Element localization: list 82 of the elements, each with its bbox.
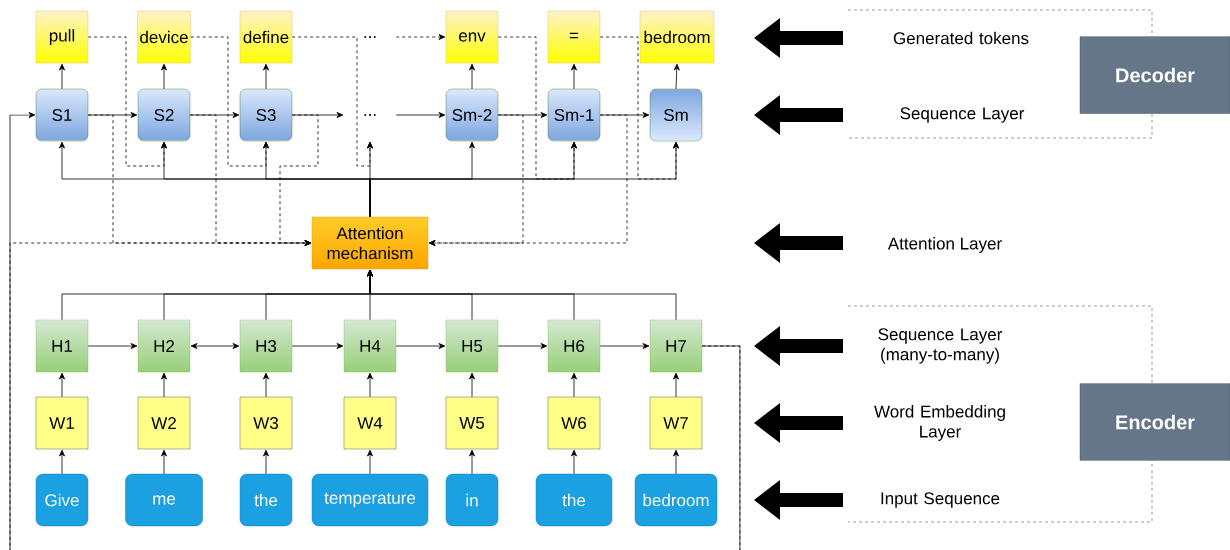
hidden-state-box: H5 <box>445 319 499 373</box>
arrow <box>59 449 65 475</box>
ellipsis-text: ... <box>364 36 376 38</box>
arrow <box>673 63 680 90</box>
arrow <box>59 372 65 398</box>
arrow <box>9 112 741 550</box>
embedding-box: W4 <box>343 396 397 450</box>
hidden-state-box: H4 <box>343 319 397 373</box>
state-box: S2 <box>137 88 191 142</box>
arrow <box>428 114 628 246</box>
arrow <box>263 372 269 398</box>
arrow <box>87 343 138 349</box>
layer-label: Word Embedding Layer <box>874 405 1005 441</box>
embedding-box: W3 <box>239 396 293 450</box>
arrow <box>469 449 475 475</box>
encoder-decoder-box: Decoder <box>1079 36 1230 114</box>
arrow <box>367 372 373 398</box>
hidden-state-box: H3 <box>239 319 293 373</box>
token-box: env <box>445 10 499 64</box>
hidden-state-box: H2 <box>137 319 191 373</box>
layer-label: Input Sequence <box>881 492 1000 508</box>
arrow <box>599 36 679 180</box>
hidden-state-box: H1 <box>35 319 89 373</box>
arrow <box>571 372 577 398</box>
input-word-box: the <box>239 473 293 527</box>
arrow <box>599 343 650 349</box>
state-box: S1 <box>35 88 89 142</box>
arrow <box>395 343 446 349</box>
state-box: Sm <box>649 88 703 142</box>
layer-label: Attention Layer <box>887 237 1002 253</box>
arrow <box>161 449 167 475</box>
layer-label: Sequence Layer <box>900 107 1025 123</box>
layer-label: Generated tokens <box>893 31 1029 45</box>
arrow <box>190 36 269 167</box>
arrow <box>367 449 373 475</box>
embedding-box: W1 <box>35 396 89 450</box>
input-word-box: temperature <box>311 473 429 527</box>
ellipsis-text: ... <box>364 114 376 116</box>
input-word-box: the <box>535 473 613 527</box>
state-box: Sm-2 <box>445 88 499 142</box>
arrow <box>673 449 679 475</box>
layer-label: Sequence Layer (many-to-many) <box>878 328 1003 364</box>
state-box: S3 <box>239 88 293 142</box>
arrow <box>497 343 548 349</box>
embedding-box: W7 <box>649 396 703 450</box>
arrow <box>9 240 741 550</box>
token-box: device <box>137 10 191 64</box>
token-box: bedroom <box>639 10 715 64</box>
input-word-box: in <box>445 473 499 527</box>
arrow <box>571 63 577 90</box>
input-word-box: me <box>125 473 203 527</box>
attention-box: Attention mechanism <box>311 216 429 270</box>
encoder-decoder-box: Encoder <box>1079 383 1230 461</box>
arrow <box>469 63 475 90</box>
hidden-state-box: H6 <box>547 319 601 373</box>
embedding-box: W5 <box>445 396 499 450</box>
arrow <box>263 449 269 475</box>
arrow <box>571 449 577 475</box>
arrow <box>87 36 167 167</box>
arrow <box>497 36 577 180</box>
arrow <box>395 112 446 118</box>
arrow <box>161 63 167 90</box>
token-box: = <box>547 10 601 64</box>
arrow <box>59 63 65 90</box>
arrow <box>395 34 446 40</box>
input-word-box: Give <box>35 473 89 527</box>
arrow <box>673 372 679 398</box>
state-box: Sm-1 <box>547 88 601 142</box>
embedding-box: W6 <box>547 396 601 450</box>
arrow <box>279 114 319 246</box>
input-word-box: bedroom <box>634 473 718 527</box>
arrow <box>469 372 475 398</box>
token-box: pull <box>35 10 89 64</box>
token-box: define <box>239 10 293 64</box>
arrow <box>291 36 373 167</box>
arrow <box>291 343 344 349</box>
embedding-box: W2 <box>137 396 191 450</box>
arrow <box>367 269 677 321</box>
arrow <box>190 343 240 349</box>
hidden-state-box: H7 <box>649 319 703 373</box>
arrow <box>263 63 269 90</box>
arrow <box>161 372 167 398</box>
